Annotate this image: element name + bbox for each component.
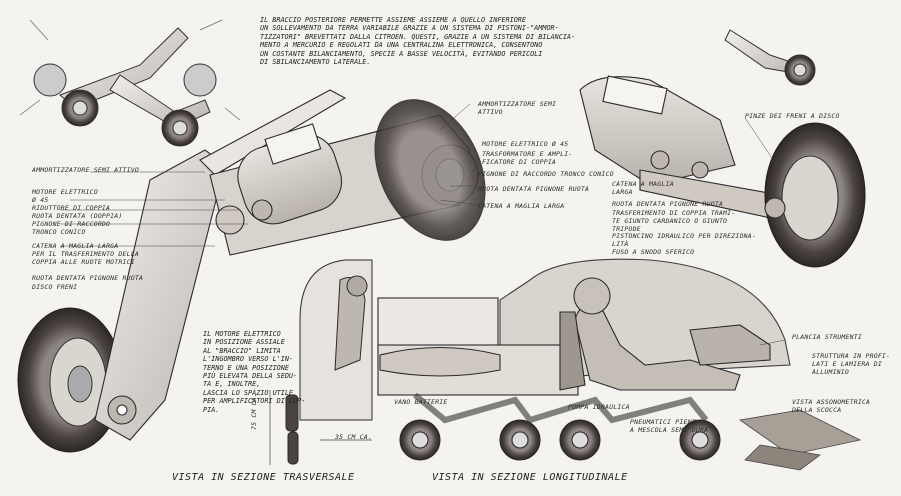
label-chain-mid: Catena a maglia larga bbox=[478, 202, 565, 210]
label-solid-tires: Pneumatici pieni a mescola semi dura bbox=[630, 418, 709, 434]
label-electric-motor-left: Motore elettrico Ø 45 bbox=[32, 188, 98, 204]
dimension-width: 35 cm ca. bbox=[335, 433, 373, 441]
label-sprocket-left: Ruota dentata pignone ruota bbox=[32, 274, 144, 282]
label-axonometric-view: Vista assonometrica della scocca bbox=[792, 398, 871, 414]
mini-suspension-sketch bbox=[19, 19, 241, 147]
leader-lines bbox=[60, 103, 786, 346]
label-torque-transfer: Trasferimento di coppia trami- te giunto… bbox=[612, 209, 736, 233]
label-brake-disc-left: Disco freni bbox=[32, 283, 78, 291]
label-disc-brake-calipers: Pinze dei freni a disco bbox=[745, 112, 840, 120]
label-shock-absorber-left: Ammortizzatore semi attivo bbox=[32, 166, 139, 174]
dimension-height: 75 cm ca. bbox=[250, 392, 258, 430]
axonometric-body bbox=[738, 409, 862, 471]
suspension-note: Il braccio posteriore permette assieme a… bbox=[260, 16, 576, 67]
label-hydraulic-piston: Pistoncino idraulico per direziona- lità bbox=[612, 232, 756, 248]
label-chain-right: Catena a maglia larga bbox=[612, 180, 674, 196]
label-torque-transformer-mid: Trasformatore e ampli- ficatore di coppi… bbox=[482, 150, 573, 166]
label-conical-pinion-left: Pignone di raccordo tronco conico bbox=[32, 220, 111, 236]
label-instrument-panel: Plancia strumenti bbox=[792, 333, 862, 341]
label-torque-reducer-left: Riduttore di coppia bbox=[32, 204, 111, 212]
transverse-section bbox=[269, 259, 373, 465]
label-double-gear-left: Ruota dentata (doppia) bbox=[32, 212, 123, 220]
caption-longitudinal: Vista in sezione longitudinale bbox=[432, 472, 628, 483]
mini-arm-sketch bbox=[724, 29, 816, 86]
mid-wheel bbox=[374, 99, 486, 241]
label-sprocket-mid: Ruota dentata pignone ruota bbox=[478, 185, 590, 193]
label-aluminium-structure: Struttura in profi- lati e lamiera di al… bbox=[812, 352, 891, 376]
label-electric-motor-mid: Motore elettrico Ø 45 bbox=[482, 140, 569, 148]
label-conical-pinion-mid: Pignone di raccordo tronco conico bbox=[478, 170, 614, 178]
label-shock-absorber-mid: Ammortizzatore semi attivo bbox=[478, 100, 557, 116]
motor-note: Il motore elettrico in posizione assiale… bbox=[203, 330, 306, 414]
front-assembly bbox=[579, 75, 866, 268]
label-battery-compartment: Vano batterie bbox=[394, 398, 448, 406]
label-sprocket-right: Ruota dentata pignone ruota bbox=[612, 200, 724, 208]
longitudinal-section bbox=[377, 258, 791, 461]
label-chain-left: Catena a maglia larga per il trasferimen… bbox=[32, 242, 139, 266]
caption-transverse: Vista in sezione trasversale bbox=[172, 472, 355, 483]
label-ball-joint: Fuso a snodo sferico bbox=[612, 248, 695, 256]
label-hydraulic-pump: Pompa idraulica bbox=[568, 403, 630, 411]
